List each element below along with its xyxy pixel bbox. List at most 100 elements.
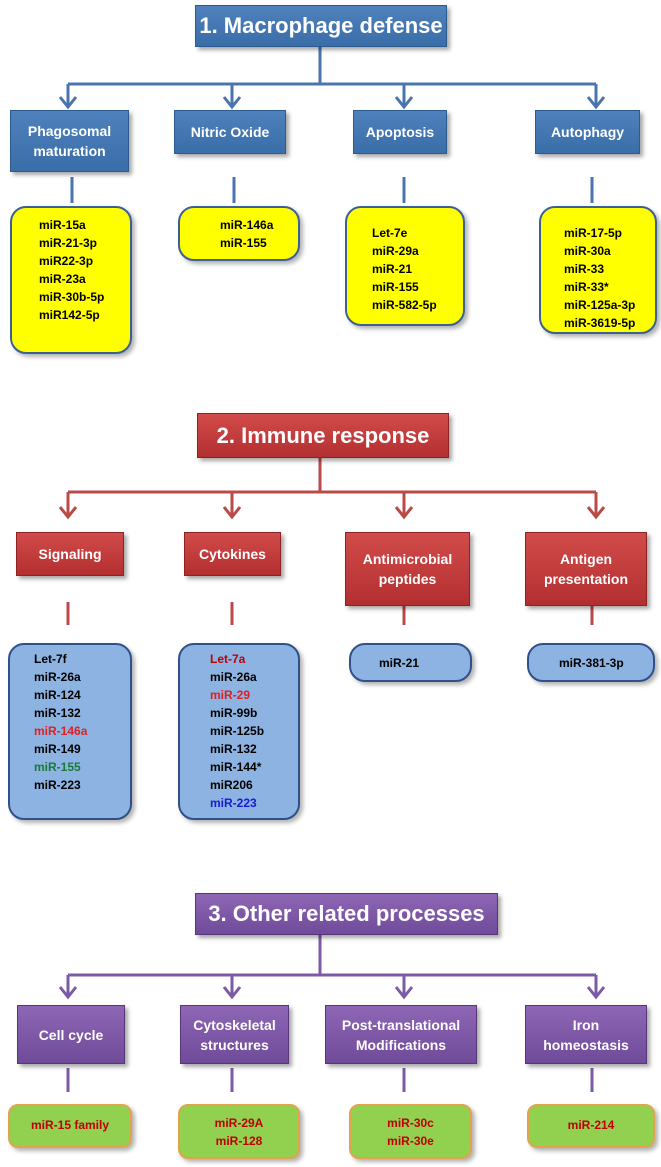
category-label: maturation <box>33 143 106 159</box>
category-label: presentation <box>543 571 628 587</box>
section-title: 3. Other related processes <box>195 893 498 935</box>
mirna-item: miR-30e <box>387 1134 434 1148</box>
mirna-item: miR-15a <box>39 218 86 232</box>
mirna-item: miR-23a <box>39 272 86 286</box>
mirna-item: miR206 <box>210 778 253 792</box>
category-label: Signaling <box>38 546 102 562</box>
category-box: Antigen presentation <box>525 532 647 606</box>
mirna-list-box: Let-7f miR-26a miR-124 miR-132 miR-146a miR-1… <box>8 643 132 820</box>
mirna-item: miR-33 <box>564 262 605 276</box>
mirna-item: miR-144* <box>210 760 262 774</box>
arrow-head <box>222 96 242 110</box>
mirna-list-box: Let-7e miR-29a miR-21 miR-155 miR-582-5p <box>345 206 465 326</box>
mirna-item: miR-15 family <box>30 1118 110 1132</box>
mirna-item: miR-214 <box>567 1118 615 1132</box>
arrow-head <box>58 506 78 520</box>
mirna-item: Let-7a <box>210 652 246 666</box>
section-title: 2. Immune response <box>197 413 449 458</box>
mirna-item: Let-7e <box>372 226 408 240</box>
arrow-head <box>222 986 242 1000</box>
mirna-item: miR-155 <box>220 236 267 250</box>
mirna-item: miR-29A <box>214 1116 264 1130</box>
category-label: Cytokines <box>199 546 266 562</box>
category-box: Autophagy <box>535 110 640 154</box>
category-label: Phagosomal <box>27 123 112 139</box>
mirna-item: miR-149 <box>34 742 81 756</box>
mirna-list-box: miR-29A miR-128 <box>178 1104 300 1159</box>
mirna-list-box: miR-15a miR-21-3p miR22-3p miR-23a miR-30b-5… <box>10 206 132 354</box>
category-box: Signaling <box>16 532 124 576</box>
mirna-item: miR-155 <box>372 280 419 294</box>
mirna-list-box: miR-21 <box>349 643 472 682</box>
mirna-item: miR-125b <box>210 724 265 738</box>
mirna-item: Let-7f <box>34 652 67 666</box>
arrow-head <box>58 96 78 110</box>
mirna-item: miR-21 <box>372 262 413 276</box>
mirna-item: miR-30b-5p <box>39 290 105 304</box>
mirna-list-box: miR-381-3p <box>527 643 655 682</box>
mirna-item: miR-124 <box>34 688 81 702</box>
mirna-item: miR-146a <box>34 724 88 738</box>
category-box: Cytoskeletal structures <box>180 1005 289 1064</box>
mirna-item: miR-29a <box>372 244 419 258</box>
mirna-list-box: miR-30c miR-30e <box>349 1104 472 1159</box>
category-label: peptides <box>378 571 437 587</box>
category-label: Cytoskeletal <box>193 1016 276 1033</box>
mirna-item: miR142-5p <box>39 308 100 322</box>
arrow-head <box>586 506 606 520</box>
mirna-item: miR-128 <box>215 1134 263 1148</box>
mirna-item: miR-582-5p <box>372 298 437 312</box>
category-label: Cell cycle <box>38 1026 104 1043</box>
category-label: Antimicrobial <box>362 551 453 567</box>
mirna-item: miR-99b <box>210 706 258 720</box>
mirna-item: miR-21-3p <box>39 236 98 250</box>
mirna-list-box: miR-15 family <box>8 1104 132 1148</box>
mirna-item: miR22-3p <box>39 254 94 268</box>
mirna-item: miR-33* <box>564 280 609 294</box>
arrow-head <box>394 986 414 1000</box>
mirna-item: miR-30c <box>387 1116 434 1130</box>
category-label: Iron <box>572 1016 600 1033</box>
arrow-head <box>58 986 78 1000</box>
category-label: Modifications <box>355 1036 447 1053</box>
arrow-head <box>586 986 606 1000</box>
arrow-head <box>394 96 414 110</box>
category-label: homeostasis <box>543 1036 629 1053</box>
category-box: Apoptosis <box>353 110 447 154</box>
mirna-list-box: miR-17-5p miR-30a miR-33 miR-33* miR-125a-3p… <box>539 206 657 334</box>
mirna-item: miR-125a-3p <box>564 298 636 312</box>
mirna-item: miR-3619-5p <box>564 316 636 330</box>
category-box: Antimicrobial peptides <box>345 532 470 606</box>
mirna-item: miR-146a <box>220 218 274 232</box>
mirna-item: miR-132 <box>34 706 81 720</box>
mirna-item: miR-132 <box>210 742 257 756</box>
category-label: Autophagy <box>550 124 625 140</box>
category-label: structures <box>200 1036 269 1053</box>
mirna-item: miR-21 <box>379 656 420 670</box>
category-label: Apoptosis <box>365 124 435 140</box>
category-box: Phagosomal maturation <box>10 110 129 172</box>
mirna-item: miR-30a <box>564 244 611 258</box>
mirna-item: miR-17-5p <box>564 226 623 240</box>
mirna-list-box: miR-146a miR-155 <box>178 206 300 261</box>
mirna-item: miR-223 <box>34 778 81 792</box>
mirna-item: miR-155 <box>34 760 81 774</box>
mirna-item: miR-26a <box>210 670 257 684</box>
category-box: Cytokines <box>184 532 281 576</box>
section-title: 1. Macrophage defense <box>195 5 447 47</box>
mirna-item: miR-223 <box>210 796 257 810</box>
category-box: Cell cycle <box>17 1005 125 1064</box>
mirna-item: miR-26a <box>34 670 81 684</box>
arrow-head <box>222 506 242 520</box>
category-label: Post-translational <box>341 1016 461 1033</box>
category-box: Nitric Oxide <box>174 110 286 154</box>
arrow-head <box>394 506 414 520</box>
category-label: Antigen <box>559 551 613 567</box>
category-label: Nitric Oxide <box>190 124 270 140</box>
mirna-list-box: miR-214 <box>527 1104 655 1148</box>
arrow-head <box>586 96 606 110</box>
